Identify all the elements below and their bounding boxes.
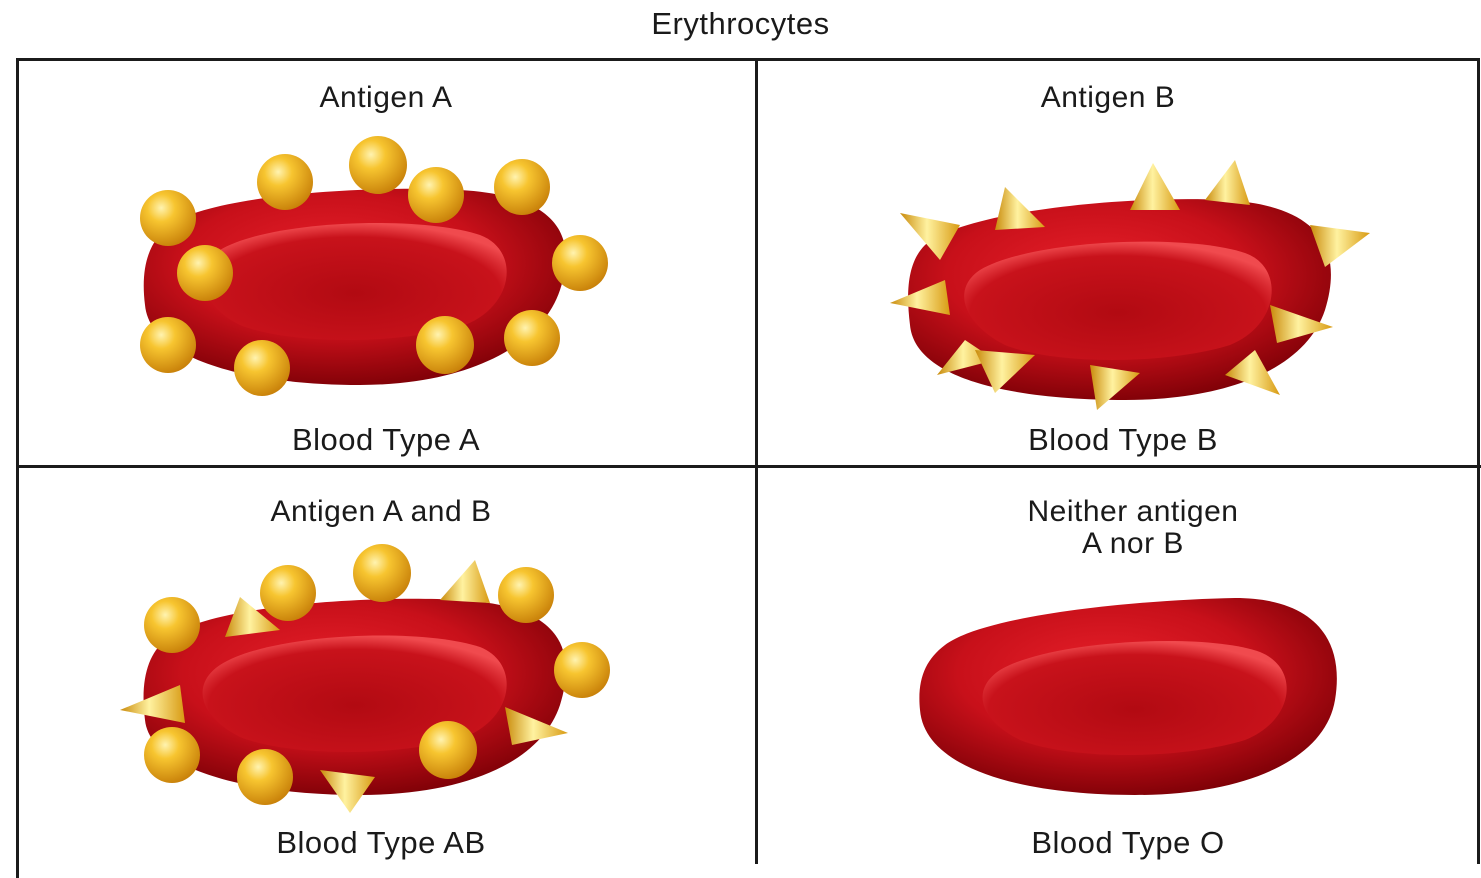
antigen-a-sphere <box>144 597 200 653</box>
antigen-a-sphere <box>498 567 554 623</box>
antigen-a-sphere <box>416 316 474 374</box>
rbc-type-o <box>915 590 1345 800</box>
blood-type-o-caption: Blood Type O <box>758 825 1481 861</box>
antigen-a-sphere <box>144 727 200 783</box>
grid-divider-horizontal <box>16 465 1481 468</box>
antigen-a-sphere <box>353 544 411 602</box>
antigen-a-sphere <box>140 190 196 246</box>
antigen-b-spike <box>995 187 1045 230</box>
antigen-a-sphere <box>552 235 608 291</box>
antigen-b-spike <box>1205 160 1250 205</box>
antigen-a-sphere <box>504 310 560 366</box>
neither-antigen-label-line2: A nor B <box>758 528 1481 560</box>
neither-antigen-label-line1: Neither antigen <box>758 496 1481 528</box>
rbc-type-b <box>885 155 1375 415</box>
antigen-a-sphere <box>554 642 610 698</box>
antigen-b-spike <box>440 560 490 603</box>
neither-antigen-label: Neither antigen A nor B <box>758 496 1481 560</box>
blood-type-a-caption: Blood Type A <box>16 422 756 458</box>
grid-divider-vertical <box>755 58 758 864</box>
antigen-b-spike <box>1130 163 1180 210</box>
antigen-a-label: Antigen A <box>16 82 756 114</box>
rbc-type-a <box>130 140 620 390</box>
antigen-a-sphere <box>260 565 316 621</box>
diagram-title: Erythrocytes <box>0 6 1481 42</box>
grid-border-right <box>1477 58 1480 864</box>
antigen-a-and-b-label: Antigen A and B <box>16 496 746 528</box>
antigen-a-sphere <box>419 721 477 779</box>
antigen-a-sphere <box>237 749 293 805</box>
rbc-dimple <box>964 242 1272 360</box>
blood-type-b-caption: Blood Type B <box>758 422 1481 458</box>
antigen-b-label: Antigen B <box>758 82 1458 114</box>
rbc-type-ab <box>120 545 620 805</box>
antigen-a-sphere <box>349 136 407 194</box>
antigen-a-sphere <box>140 317 196 373</box>
antigen-a-sphere <box>494 159 550 215</box>
blood-type-ab-caption: Blood Type AB <box>16 825 746 861</box>
antigen-a-sphere <box>257 154 313 210</box>
antigen-a-sphere <box>177 245 233 301</box>
antigen-a-sphere <box>234 340 290 396</box>
antigen-a-sphere <box>408 167 464 223</box>
